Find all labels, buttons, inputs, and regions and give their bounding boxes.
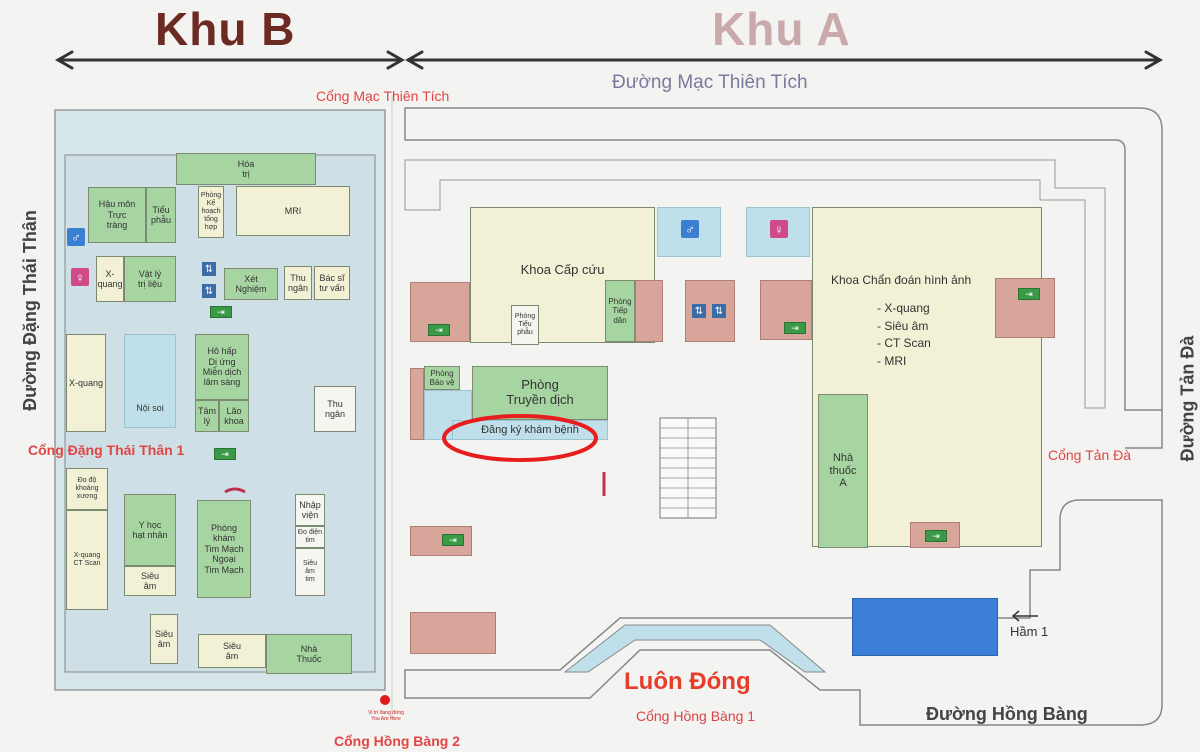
khu-a-title: Khu A [712, 3, 851, 55]
restroom-female-icon: ♀ [770, 220, 788, 238]
emergency-exit-icon: ⇥ [442, 534, 464, 546]
room-tam-ly: Tâm lý [195, 400, 219, 432]
elevator-icon: ⇅ [202, 284, 216, 298]
room-bac-si: Bác sĩ tư vấn [314, 266, 350, 300]
street-tan-da: Đường Tản Đà [1177, 335, 1198, 462]
emergency-exit-icon: ⇥ [925, 530, 947, 542]
you-are-here-label: Vị trí đang đứng You Are Here [368, 710, 404, 722]
elevator-icon: ⇅ [202, 262, 216, 276]
room-tieu-phau-a: Phòng Tiểu phẫu [511, 305, 539, 345]
room-thu-ngan-2: Thu ngân [314, 386, 356, 432]
gate-hong-bang-1: Cổng Hồng Bàng 1 [636, 708, 756, 724]
room-truyen-dich: Phòng Truyền dịch [472, 366, 608, 420]
gate-mac-thien-tich: Cổng Mạc Thiên Tích [316, 88, 450, 104]
gate-dang-thai-than-1: Cổng Đặng Thái Thân 1 [28, 442, 185, 458]
dang-ky-highlight [442, 414, 598, 462]
room-hoa-tri: Hóa trị [176, 153, 316, 185]
room-thu-ngan-1: Thu ngân [284, 266, 312, 300]
emergency-exit-icon: ⇥ [210, 306, 232, 318]
emergency-exit-icon: ⇥ [214, 448, 236, 460]
emergency-exit-icon: ⇥ [1018, 288, 1040, 300]
room-xet-nghiem: Xét Nghiệm [224, 268, 278, 300]
room-dang-ky: Đăng ký khám bệnh [452, 420, 608, 440]
room-sieu-am-tim: Siêu âm tim [295, 548, 325, 596]
room-tiep-dan: Phòng Tiếp dân [605, 280, 635, 342]
room-lao-khoa: Lão khoa [219, 400, 249, 432]
gate-hong-bang-2: Cổng Hồng Bàng 2 [334, 733, 460, 749]
room-bao-ve: Phòng Bảo vệ [424, 366, 460, 390]
street-mac-thien-tich: Đường Mạc Thiên Tích [612, 72, 808, 93]
emergency-exit-icon: ⇥ [784, 322, 806, 334]
room-tieu-phau-b: Tiểu phẫu [146, 187, 176, 243]
gate-tan-da: Cổng Tản Đà [1048, 447, 1132, 463]
luon-dong-label: Luôn Đóng [624, 668, 751, 695]
room-nha-thuoc-b: Nhà Thuốc [266, 634, 352, 674]
cap-cuu-label: Khoa Cấp cứu [520, 262, 605, 277]
room-x-quang-b: X-quang [66, 334, 106, 432]
restroom-male-icon: ♂ [67, 228, 85, 246]
room-noi-soi: Nội soi [124, 334, 176, 428]
emergency-exit-icon: ⇥ [428, 324, 450, 336]
room-do-do: Đo độ khoáng xương [66, 468, 108, 510]
street-hong-bang: Đường Hồng Bàng [926, 704, 1088, 724]
room-pink-a-1 [635, 280, 663, 342]
room-y-hoc: Y học hạt nhân [124, 494, 176, 566]
room-phong-kham-tm: Phòng khám Tim Mạch Ngoại Tim Mạch [197, 500, 251, 598]
room-pink-a-7 [410, 368, 424, 440]
room-ho-hap: Hô hấp Dị ứng Miễn dịch lâm sàng [195, 334, 249, 400]
room-sieu-am-2: Siêu âm [150, 614, 178, 664]
room-ke-hoach: Phòng Kế hoạch tổng hợp [198, 186, 224, 238]
room-pink-a-9 [410, 612, 496, 654]
chan-doan-list: - X-quang - Siêu âm - CT Scan - MRI [877, 301, 931, 368]
restroom-female-icon: ♀ [71, 268, 89, 286]
chan-doan-label: Khoa Chẩn đoán hình ảnh [831, 273, 972, 288]
room-xq-ct: X-quang CT Scan [66, 510, 108, 610]
parking-ham-1 [852, 598, 998, 656]
room-sieu-am-3: Siêu âm [198, 634, 266, 668]
room-vat-ly: Vật lý trị liệu [124, 256, 176, 302]
elevator-icon: ⇅ [712, 304, 726, 318]
room-do-dien-tim: Đo điện tim [295, 526, 325, 548]
elevator-icon: ⇅ [692, 304, 706, 318]
room-nhap-vien: Nhập viện [295, 494, 325, 526]
room-x-quang-small: X- quang [96, 256, 124, 302]
room-nha-thuoc-a: Nhà thuốc A [818, 394, 868, 548]
khu-b-title: Khu B [155, 3, 296, 55]
ham-1-label: Hầm 1 [1010, 624, 1049, 639]
street-dang-thai-than: Đường Đặng Thái Thân [19, 210, 40, 411]
restroom-male-icon: ♂ [681, 220, 699, 238]
room-pink-a-5 [995, 278, 1055, 338]
room-hau-mon: Hậu môn Trực tràng [88, 187, 146, 243]
room-mri-b: MRI [236, 186, 350, 236]
room-sieu-am-1: Siêu âm [124, 566, 176, 596]
